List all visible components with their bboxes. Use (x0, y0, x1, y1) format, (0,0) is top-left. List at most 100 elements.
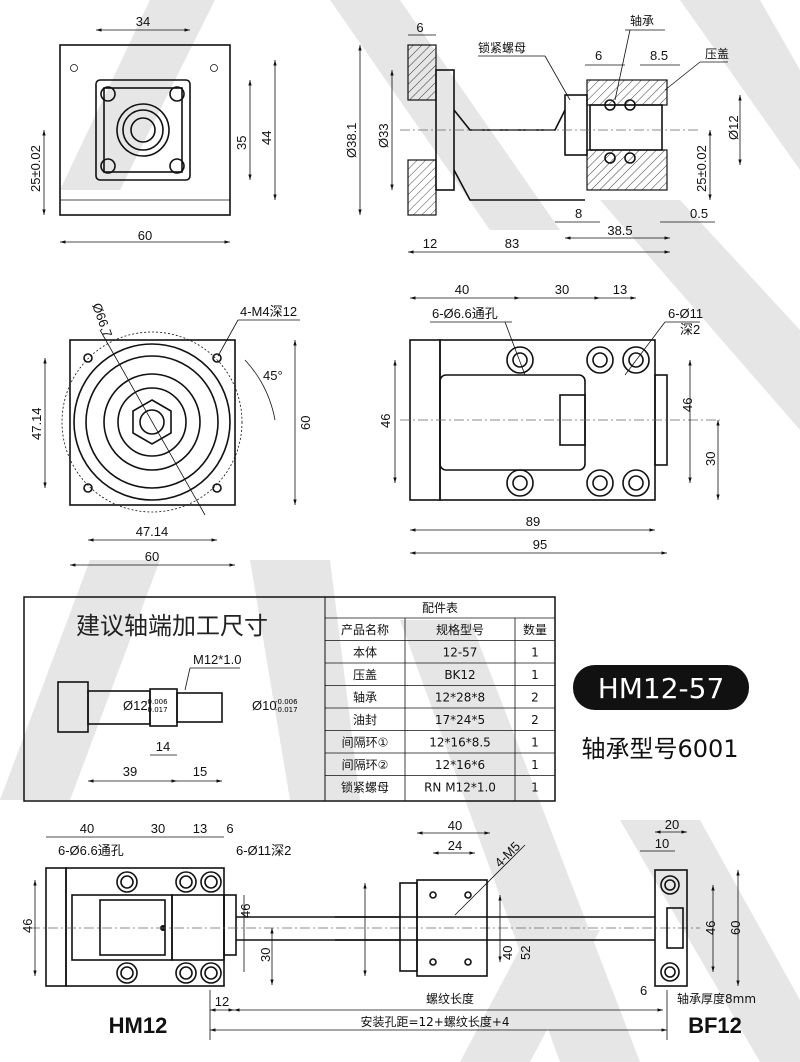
mid-top-view: 40 30 13 6-Ø6.6通孔 6-Ø11 深2 46 46 30 89 9… (378, 282, 720, 555)
asm-dim-46: 46 (20, 919, 35, 933)
dim-depth2: 深2 (680, 322, 700, 337)
dim-d10: Ø10 (252, 698, 277, 713)
assembly-view: 40 30 13 6 6-Ø6.6通孔 6-Ø11深2 46 46 30 40 … (20, 817, 756, 1040)
dim-12: 12 (423, 236, 437, 251)
dim-holes66: 6-Ø6.6通孔 (432, 306, 498, 321)
dim-holes11: 6-Ø11 (668, 306, 703, 321)
table-cell: 本体 (353, 646, 377, 660)
asm-dim-30: 30 (151, 821, 165, 836)
model-badge-text: HM12-57 (598, 672, 725, 705)
dim-95: 95 (533, 537, 547, 552)
dim-8: 8 (575, 206, 582, 221)
shaft-end-title: 建议轴端加工尺寸 (76, 612, 268, 640)
asm-holes66: 6-Ø6.6通孔 (58, 843, 124, 858)
asm-dim-n24: 24 (448, 838, 462, 853)
asm-dim-b60: 60 (728, 921, 743, 935)
table-cell: 油封 (353, 713, 377, 727)
asm-dim-b20: 20 (665, 817, 679, 832)
bf12-label: BF12 (688, 1013, 742, 1038)
table-cell: 17*24*5 (435, 713, 485, 727)
dim-89: 89 (526, 514, 540, 529)
dim-thread: M12*1.0 (193, 652, 241, 667)
table-cell: 压盖 (353, 668, 377, 682)
bearing-model: 轴承型号6001 (581, 735, 738, 763)
top-side-view: 6 Ø38.1 Ø33 锁紧螺母 轴承 压盖 6 8.5 Ø12 25±0.02… (344, 13, 742, 254)
asm-dim-40: 40 (80, 821, 94, 836)
asm-dim-n52: 52 (518, 946, 533, 960)
dim-39: 39 (123, 764, 137, 779)
dim-34: 34 (136, 14, 150, 29)
dim-60h: 60 (145, 549, 159, 564)
dim-44: 44 (259, 131, 274, 145)
parts-table-title: 配件表 (422, 601, 458, 615)
dim-46l: 46 (378, 414, 393, 428)
tol-up-d12: -0.006 (145, 698, 168, 706)
table-cell: 1 (531, 646, 539, 660)
tol-low-d10: -0.017 (275, 706, 298, 714)
dim-30: 30 (555, 282, 569, 297)
table-header: 产品名称 (341, 622, 389, 637)
table-cell: 12*16*6 (435, 758, 485, 772)
asm-dim-w12: 12 (215, 994, 229, 1009)
table-cell: 2 (531, 691, 539, 705)
dim-85: 8.5 (650, 48, 668, 63)
dim-30v: 30 (703, 452, 718, 466)
dim-d381: Ø38.1 (344, 123, 359, 158)
table-cell: 1 (531, 758, 539, 772)
asm-dim-6: 6 (226, 821, 233, 836)
dim-40: 40 (455, 282, 469, 297)
table-cell: 12*16*8.5 (429, 736, 491, 750)
model-badge: HM12-57 轴承型号6001 (573, 665, 749, 763)
asm-dim-30v: 30 (258, 948, 273, 962)
table-cell: 2 (531, 713, 539, 727)
dim-60: 60 (138, 228, 152, 243)
asm-dim-b10: 10 (655, 836, 669, 851)
table-cell: 12-57 (443, 646, 478, 660)
dim-45deg: 45° (263, 368, 283, 383)
label-bearing: 轴承 (630, 13, 654, 28)
dim-4714v: 47.14 (29, 407, 44, 440)
dim-05: 0.5 (690, 206, 708, 221)
table-cell: BK12 (444, 668, 475, 682)
dim-6: 6 (416, 20, 423, 35)
asm-dim-b46: 46 (703, 921, 718, 935)
table-cell: 12*28*8 (435, 691, 485, 705)
table-cell: 轴承 (353, 690, 377, 705)
table-cell: 1 (531, 668, 539, 682)
asm-dim-46b: 46 (238, 904, 253, 918)
dim-d12: Ø12 (123, 698, 148, 713)
tol-up-d10: -0.006 (275, 698, 298, 706)
dim-46r: 46 (680, 398, 695, 412)
tol-low-d12: -0.017 (145, 706, 168, 714)
dim-d667: Ø66.7 (89, 301, 115, 339)
asm-dim-13: 13 (193, 821, 207, 836)
install-distance: 安装孔距=12+螺纹长度+4 (360, 1014, 509, 1029)
table-cell: 1 (531, 736, 539, 750)
dim-d12: Ø12 (726, 115, 741, 140)
dim-4714h: 47.14 (136, 524, 169, 539)
table-cell: 锁紧螺母 (341, 780, 389, 795)
table-cell: 1 (531, 781, 539, 795)
dim-m4: 4-M4深12 (240, 304, 297, 319)
label-lock-nut: 锁紧螺母 (478, 40, 526, 55)
table-cell: 间隔环② (342, 758, 389, 772)
asm-dim-n40: 40 (448, 818, 462, 833)
dim-385: 38.5 (607, 223, 632, 238)
dim-60v: 60 (298, 416, 313, 430)
asm-dim-b6: 6 (640, 983, 647, 998)
label-cover: 压盖 (705, 47, 729, 61)
dim-13: 13 (613, 282, 627, 297)
hm12-label: HM12 (109, 1013, 168, 1038)
dim-25: 25±0.02 (28, 145, 43, 192)
thread-length: 螺纹长度 (426, 991, 474, 1006)
shaft-end-panel: 建议轴端加工尺寸 M12*1.0 Ø12 -0.006 -0.017 Ø10 -… (23, 596, 556, 802)
top-front-view: 34 60 35 44 25±0.02 (28, 14, 277, 244)
dim-15: 15 (193, 764, 207, 779)
table-cell: 间隔环① (342, 736, 389, 750)
dim-d33: Ø33 (376, 123, 391, 148)
table-header: 数量 (523, 622, 547, 637)
asm-holes11: 6-Ø11深2 (236, 843, 291, 858)
